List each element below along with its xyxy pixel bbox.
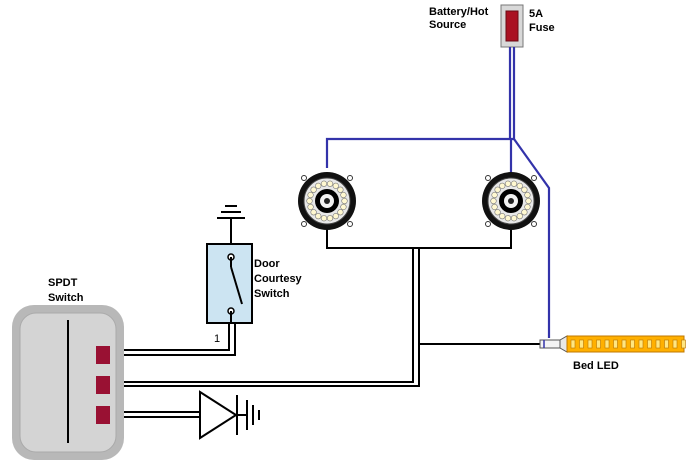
fuse xyxy=(500,4,524,48)
battery-label-line1: Battery/Hot xyxy=(429,6,489,18)
spdt-terminal-bottom xyxy=(96,406,110,424)
spdt-label-line1: SPDT xyxy=(48,277,78,289)
door-label-line2: Courtesy xyxy=(254,273,303,285)
spdt-terminal-top xyxy=(96,346,110,364)
power-wire xyxy=(325,47,551,338)
door-label-line3: Switch xyxy=(254,288,290,300)
battery-label-line2: Source xyxy=(429,19,466,31)
bed-led-label: Bed LED xyxy=(573,360,619,372)
pin-number-label: 1 xyxy=(214,333,220,345)
spdt-terminal-middle xyxy=(96,376,110,394)
fuse-label-line1: 5A xyxy=(529,8,543,20)
ground-wiring xyxy=(110,218,540,418)
led-ring-light-left xyxy=(298,172,356,230)
ground-icon xyxy=(217,205,245,219)
bed-led-strip xyxy=(539,335,686,353)
spdt-label-line2: Switch xyxy=(48,292,84,304)
spdt-switch xyxy=(12,305,124,460)
door-courtesy-switch xyxy=(206,243,253,324)
door-label-line1: Door xyxy=(254,258,280,270)
diode-icon xyxy=(199,390,247,440)
fuse-label-line2: Fuse xyxy=(529,22,555,34)
led-ring-light-right xyxy=(482,172,540,230)
ground-icon xyxy=(246,400,260,430)
